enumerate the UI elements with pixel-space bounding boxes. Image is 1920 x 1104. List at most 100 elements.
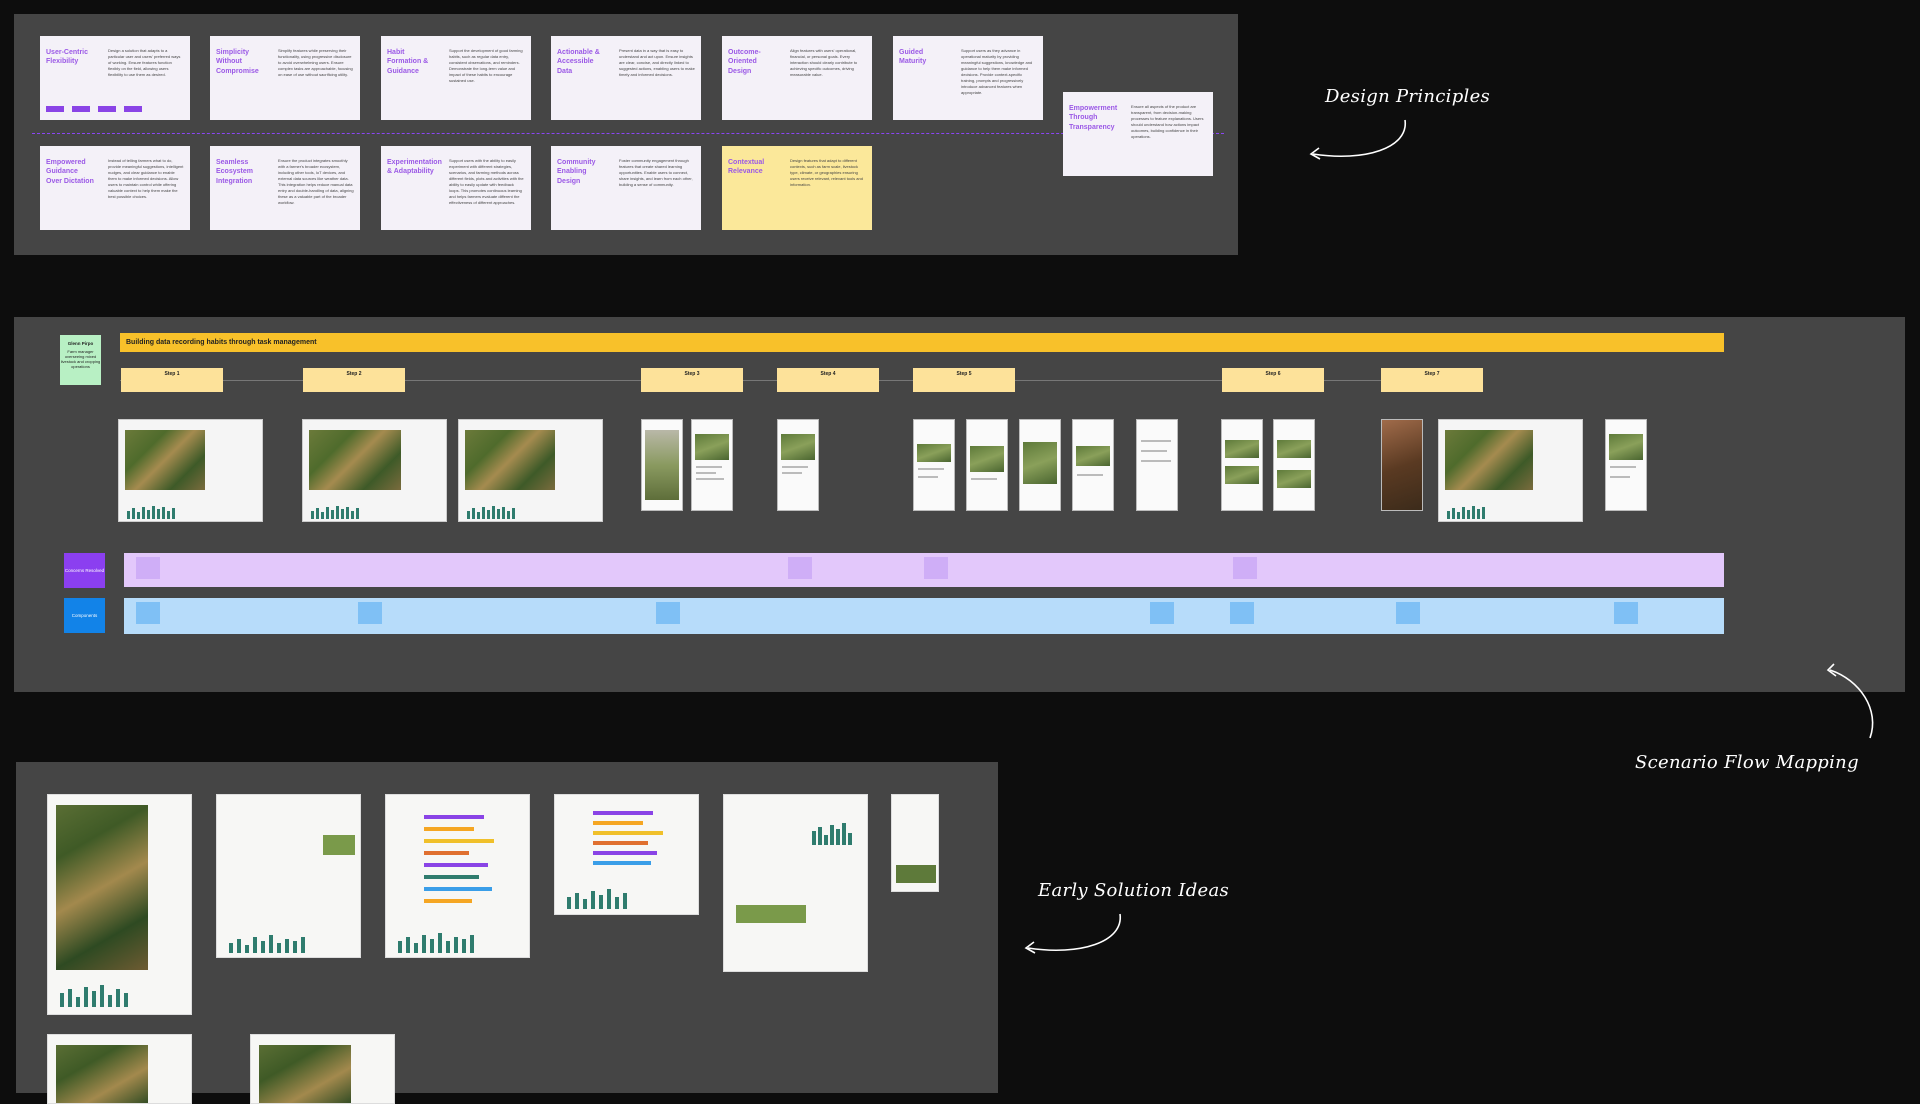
solution-thumbnail[interactable] (385, 794, 530, 958)
principle-tag (98, 106, 116, 112)
principles-divider (32, 133, 1224, 134)
principle-title: Outcome-Oriented Design (728, 49, 761, 75)
principle-title: Community Enabling Design (557, 159, 596, 185)
component-sticky-note[interactable] (1150, 602, 1174, 624)
flow-phone-thumbnail[interactable] (1605, 419, 1647, 511)
principle-desc: Ensure the product integrates smoothly w… (278, 158, 354, 205)
principle-title: Empowered Guidance Over Dictation (46, 159, 94, 185)
persona-description: Farm manager overseeing mixed livestock … (60, 349, 101, 369)
persona-name: Glenn Pirpo (67, 341, 94, 346)
principle-desc: Design features that adapt to different … (790, 158, 863, 187)
principle-card[interactable]: Seamless Ecosystem Integration Ensure th… (210, 146, 360, 230)
flow-screen-thumbnail[interactable] (118, 419, 263, 522)
component-sticky-note[interactable] (358, 602, 382, 624)
step-label: Step 7 (1424, 371, 1440, 377)
component-sticky-note[interactable] (1396, 602, 1420, 624)
flow-banner: Building data recording habits through t… (120, 333, 1724, 352)
step-label: Step 4 (820, 371, 836, 377)
flow-phone-thumbnail[interactable] (777, 419, 819, 511)
principle-title: Actionable & Accessible Data (557, 49, 600, 75)
step-label: Step 2 (346, 371, 362, 377)
component-sticky-note[interactable] (1614, 602, 1638, 624)
solution-thumbnail[interactable] (723, 794, 868, 972)
principle-title: Experimentation & Adaptability (387, 159, 442, 176)
flow-phone-thumbnail[interactable] (641, 419, 683, 511)
concern-sticky-note[interactable] (136, 557, 160, 579)
principle-card[interactable]: Outcome-Oriented Design Align features w… (722, 36, 872, 120)
step-card[interactable]: Step 2 (303, 368, 405, 392)
scenario-flow-annotation: Scenario Flow Mapping (1635, 752, 1859, 773)
principle-card[interactable]: Simplicity Without Compromise Simplify f… (210, 36, 360, 120)
principle-desc: Simplify features while preserving their… (278, 48, 353, 77)
flow-phone-thumbnail[interactable] (1136, 419, 1178, 511)
concern-sticky-note[interactable] (788, 557, 812, 579)
principle-tag (72, 106, 90, 112)
component-sticky-note[interactable] (1230, 602, 1254, 624)
principle-title: Empowerment Through Transparency (1069, 105, 1118, 131)
flow-phone-thumbnail[interactable] (1273, 419, 1315, 511)
principle-title: Guided Maturity (899, 49, 927, 66)
principle-desc: Instead of telling farmers what to do, p… (108, 158, 184, 199)
solution-thumbnail[interactable] (554, 794, 699, 915)
principle-title: Habit Formation & Guidance (387, 49, 429, 75)
solution-thumbnail[interactable] (47, 1034, 192, 1104)
principle-card[interactable]: Empowerment Through Transparency Ensure … (1063, 92, 1213, 176)
curved-arrow-icon (1309, 119, 1406, 160)
principle-title: Seamless Ecosystem Integration (216, 159, 253, 185)
solution-thumbnail[interactable] (891, 794, 939, 892)
principle-card[interactable]: Guided Maturity Support users as they ad… (893, 36, 1043, 120)
principle-card[interactable]: Experimentation & Adaptability Support u… (381, 146, 531, 230)
step-card[interactable]: Step 5 (913, 368, 1015, 392)
principle-desc: Design a solution that adapts to a parti… (108, 48, 181, 77)
principle-desc: Support the development of good farming … (449, 48, 523, 83)
principle-desc: Support users with the ability to easily… (449, 158, 524, 205)
flow-phone-thumbnail[interactable] (691, 419, 733, 511)
principle-card[interactable]: Actionable & Accessible Data Present dat… (551, 36, 701, 120)
flow-screen-thumbnail[interactable] (302, 419, 447, 522)
mini-bar-chart (467, 505, 515, 519)
principle-card[interactable]: Empowered Guidance Over Dictation Instea… (40, 146, 190, 230)
principle-title: User-Centric Flexibility (46, 49, 89, 66)
step-label: Step 1 (164, 371, 180, 377)
mini-bar-chart (1447, 505, 1485, 519)
principle-card[interactable]: Community Enabling Design Foster communi… (551, 146, 701, 230)
step-card[interactable]: Step 3 (641, 368, 743, 392)
principle-card[interactable]: Habit Formation & Guidance Support the d… (381, 36, 531, 120)
solution-thumbnail[interactable] (47, 794, 192, 1015)
principle-desc: Support users as they advance in operati… (961, 48, 1033, 95)
solution-thumbnail[interactable] (250, 1034, 395, 1104)
components-lane-label: Components (64, 598, 105, 633)
early-solutions-annotation: Early Solution Ideas (1038, 880, 1230, 901)
component-sticky-note[interactable] (656, 602, 680, 624)
persona-card[interactable]: Glenn Pirpo Farm manager overseeing mixe… (60, 335, 101, 385)
flow-phone-thumbnail[interactable] (1019, 419, 1061, 511)
curved-arrow-icon (1826, 663, 1874, 739)
flow-phone-thumbnail[interactable] (1072, 419, 1114, 511)
mini-bar-chart (311, 505, 359, 519)
flow-screen-thumbnail[interactable] (458, 419, 603, 522)
principle-desc: Align features with users' operational, … (790, 48, 858, 77)
step-card[interactable]: Step 1 (121, 368, 223, 392)
principle-desc: Present data in a way that is easy to un… (619, 48, 695, 77)
step-card[interactable]: Step 4 (777, 368, 879, 392)
curved-arrow-icon (1024, 913, 1121, 954)
step-card[interactable]: Step 6 (1222, 368, 1324, 392)
principle-tag (46, 106, 64, 112)
principle-title: Contextual Relevance (728, 159, 765, 176)
concern-sticky-note[interactable] (924, 557, 948, 579)
flow-phone-thumbnail[interactable] (966, 419, 1008, 511)
step-label: Step 3 (684, 371, 700, 377)
step-label: Step 6 (1265, 371, 1281, 377)
principle-card-highlighted[interactable]: Contextual Relevance Design features tha… (722, 146, 872, 230)
step-card[interactable]: Step 7 (1381, 368, 1483, 392)
principle-desc: Foster community engagement through feat… (619, 158, 693, 187)
flow-phone-thumbnail[interactable] (1381, 419, 1423, 511)
component-sticky-note[interactable] (136, 602, 160, 624)
concern-sticky-note[interactable] (1233, 557, 1257, 579)
flow-phone-thumbnail[interactable] (1221, 419, 1263, 511)
flow-phone-thumbnail[interactable] (913, 419, 955, 511)
solution-thumbnail[interactable] (216, 794, 361, 958)
components-lane (124, 598, 1724, 634)
flow-screen-thumbnail[interactable] (1438, 419, 1583, 522)
principle-card[interactable]: User-Centric Flexibility Design a soluti… (40, 36, 190, 120)
